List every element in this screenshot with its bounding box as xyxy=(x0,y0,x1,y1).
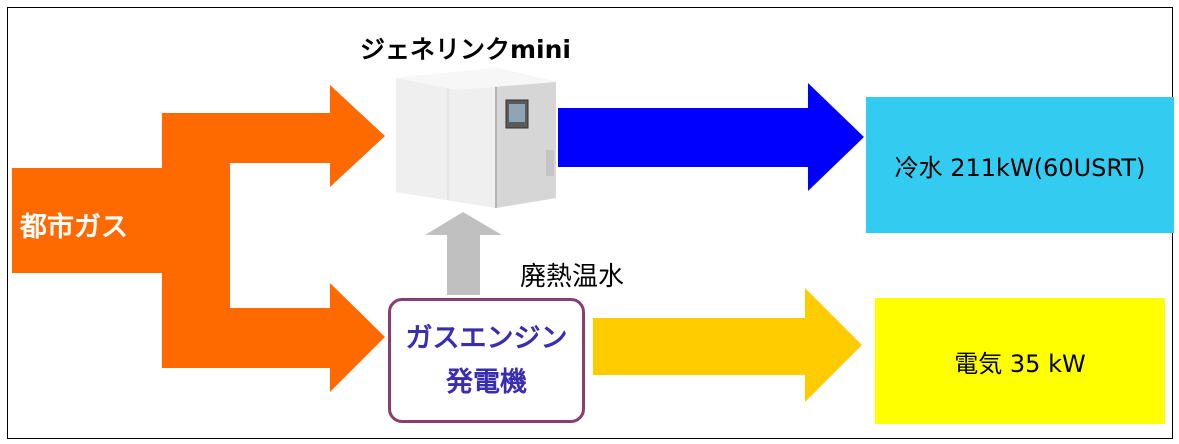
power-output-arrow xyxy=(593,288,862,402)
electricity-label: 電気 35 kW xyxy=(954,349,1086,378)
heat-arrow xyxy=(425,212,502,295)
engine-label-line2: 発電機 xyxy=(446,366,527,398)
cold-water-output-box: 冷水 211kW(60USRT) xyxy=(866,97,1174,233)
cold-output-arrow xyxy=(558,83,864,191)
gas-arrow-lower xyxy=(230,283,385,392)
waste-heat-label: 廃熱温水 xyxy=(520,262,625,292)
unit-title: ジェネリンクmini xyxy=(360,35,571,64)
electricity-output-box: 電気 35 kW xyxy=(875,298,1165,424)
gas-trunk xyxy=(162,113,230,368)
gas-arrow-upper xyxy=(230,85,385,187)
cold-water-label: 冷水 211kW(60USRT) xyxy=(894,153,1146,182)
gas-engine-generator-box: ガスエンジン 発電機 xyxy=(388,298,585,423)
gas-source-block xyxy=(12,168,162,273)
gas-source-label: 都市ガス xyxy=(20,212,128,243)
genelink-unit-image xyxy=(396,68,556,208)
engine-label-line1: ガスエンジン xyxy=(405,322,568,354)
